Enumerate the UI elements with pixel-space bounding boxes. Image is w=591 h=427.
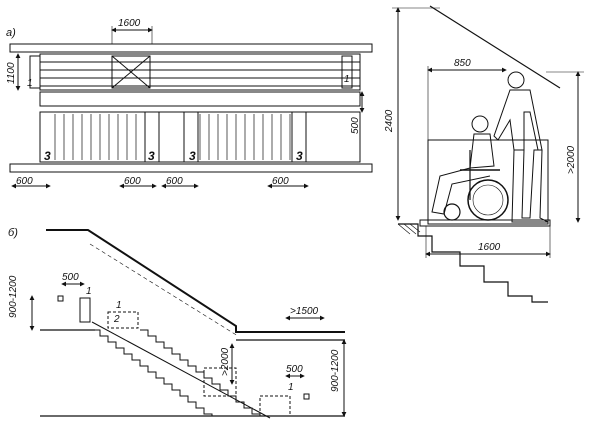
plan-dim-side-depth: 500 xyxy=(350,117,361,134)
seated-person-head xyxy=(471,115,489,133)
section-marker-bottom: 1 xyxy=(288,382,294,393)
section-dim-width-bottom: 500 xyxy=(286,364,303,375)
plan-marker-right: 1 xyxy=(344,74,350,85)
standing-person-head xyxy=(507,71,525,89)
stair-soffit-line xyxy=(429,5,561,89)
section-lift-lower xyxy=(259,395,291,417)
section-upper-post xyxy=(79,297,91,323)
section-dim-clear-mid: >2000 xyxy=(220,347,231,376)
standing-person-body xyxy=(493,89,543,151)
stair-profile-elevation xyxy=(398,223,548,303)
plan-dim-gap-2: 600 xyxy=(124,176,141,187)
top-wall xyxy=(9,43,373,53)
plan-lift-right: 3 xyxy=(296,149,303,163)
plan-dim-gap-1: 600 xyxy=(16,176,33,187)
plan-view: а) 1 1 xyxy=(6,18,373,189)
plan-marker-left: 1 xyxy=(27,78,33,89)
stair-run-plan xyxy=(39,111,361,163)
lift-enclosure xyxy=(427,139,549,225)
elevation-view: 2400 850 >2000 1600 xyxy=(384,5,584,303)
plan-dim-gap-4: 600 xyxy=(272,176,289,187)
section-dim-rail-right: 900-1200 xyxy=(330,349,341,392)
lift-platform xyxy=(419,219,551,227)
panel-a-label: а) xyxy=(6,27,16,39)
section-dim-landing: >1500 xyxy=(290,306,319,317)
section-view: б) 1 2 1 1 900-1200 500 xyxy=(8,227,347,419)
landing-band xyxy=(39,91,361,107)
section-lift-mid xyxy=(203,367,237,397)
elev-dim-platform-length: 1600 xyxy=(478,242,501,253)
bottom-wall xyxy=(9,163,373,173)
section-marker-1: 1 xyxy=(116,300,122,311)
wheelchair-wheel xyxy=(467,179,509,221)
lift-platform-plan xyxy=(111,55,151,89)
plan-lift-mid-a: 3 xyxy=(148,149,155,163)
plan-dim-gap-3: 600 xyxy=(166,176,183,187)
section-marker-top: 1 xyxy=(86,286,92,297)
plan-lift-mid-b: 3 xyxy=(189,149,196,163)
section-lift-upper xyxy=(107,311,139,329)
stair-treads-plan xyxy=(54,114,291,160)
elev-dim-reach: 850 xyxy=(454,58,471,69)
plan-dim-top-width: 1600 xyxy=(118,18,141,29)
section-dim-rail-left: 900-1200 xyxy=(8,275,19,318)
section-dim-width-top: 500 xyxy=(62,272,79,283)
elev-dim-height-total: 2400 xyxy=(384,109,395,133)
stair-flight-section xyxy=(91,321,271,419)
plan-lift-left: 3 xyxy=(44,149,51,163)
plan-dim-left-height: 1100 xyxy=(6,62,17,84)
section-marker-2: 2 xyxy=(113,314,120,325)
elev-dim-clear-height: >2000 xyxy=(566,145,577,174)
panel-b-label: б) xyxy=(8,227,18,239)
ceiling-profile xyxy=(46,229,345,333)
upper-platform-track xyxy=(39,53,361,91)
